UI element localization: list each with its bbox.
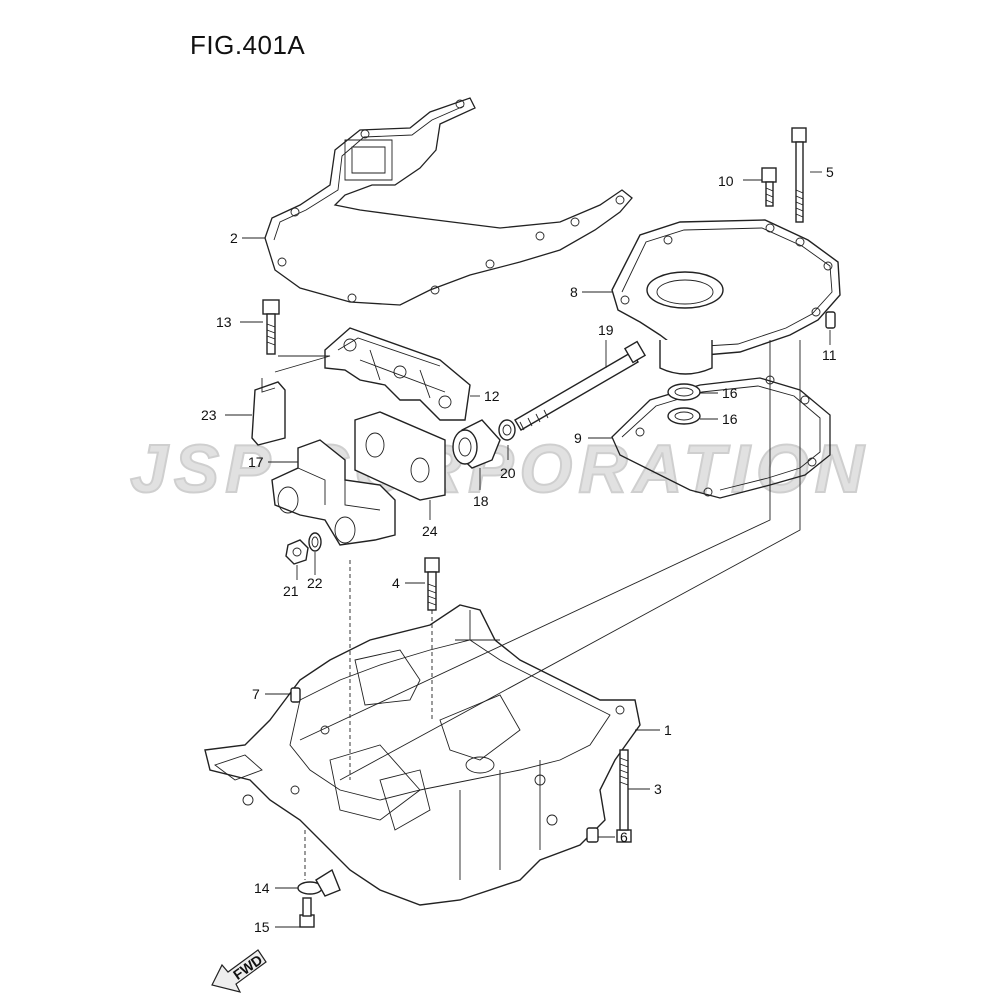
callout-8: 8 bbox=[570, 284, 578, 300]
callout-7: 7 bbox=[252, 686, 260, 702]
part-16-seals bbox=[667, 383, 701, 425]
small-parts-lower bbox=[290, 687, 632, 928]
bolts-upper-right bbox=[761, 127, 836, 329]
callout-16b: 16 bbox=[722, 411, 738, 427]
callout-10: 10 bbox=[718, 173, 734, 189]
callout-15: 15 bbox=[254, 919, 270, 935]
part-1-case bbox=[204, 604, 641, 906]
connector-lines bbox=[274, 340, 801, 880]
part-12-holder bbox=[324, 327, 471, 421]
callout-4: 4 bbox=[392, 575, 400, 591]
part-21-22 bbox=[285, 532, 322, 565]
callout-18: 18 bbox=[473, 493, 489, 509]
callout-11: 11 bbox=[822, 347, 837, 363]
callout-3: 3 bbox=[654, 781, 662, 797]
callout-17: 17 bbox=[248, 454, 264, 470]
leader-lines bbox=[225, 171, 831, 928]
part-9-gasket bbox=[611, 375, 831, 499]
callout-22: 22 bbox=[307, 575, 323, 591]
callout-labels: 2 5 10 8 11 13 12 19 16 16 9 23 17 20 18… bbox=[201, 164, 837, 935]
callout-9: 9 bbox=[574, 430, 582, 446]
part-17-bracket bbox=[271, 439, 396, 546]
part-8-cover bbox=[611, 219, 841, 375]
callout-12: 12 bbox=[484, 388, 500, 404]
part-24-plate bbox=[354, 411, 446, 501]
fwd-arrow-icon: FWD bbox=[211, 949, 267, 993]
callout-23: 23 bbox=[201, 407, 217, 423]
callout-5: 5 bbox=[826, 164, 834, 180]
callout-14: 14 bbox=[254, 880, 270, 896]
callout-2: 2 bbox=[230, 230, 238, 246]
callout-16a: 16 bbox=[722, 385, 738, 401]
callout-19: 19 bbox=[598, 322, 614, 338]
part-2-gasket bbox=[264, 97, 633, 306]
callout-6: 6 bbox=[620, 829, 628, 845]
part-4-bolt bbox=[424, 557, 440, 611]
part-19-bolt bbox=[514, 340, 647, 431]
callout-1: 1 bbox=[664, 722, 672, 738]
callout-20: 20 bbox=[500, 465, 516, 481]
figure-title: FIG.401A bbox=[190, 30, 306, 60]
part-13-23 bbox=[251, 299, 286, 446]
callout-24: 24 bbox=[422, 523, 438, 539]
callout-13: 13 bbox=[216, 314, 232, 330]
callout-21: 21 bbox=[283, 583, 299, 599]
part-18-20 bbox=[452, 419, 516, 469]
